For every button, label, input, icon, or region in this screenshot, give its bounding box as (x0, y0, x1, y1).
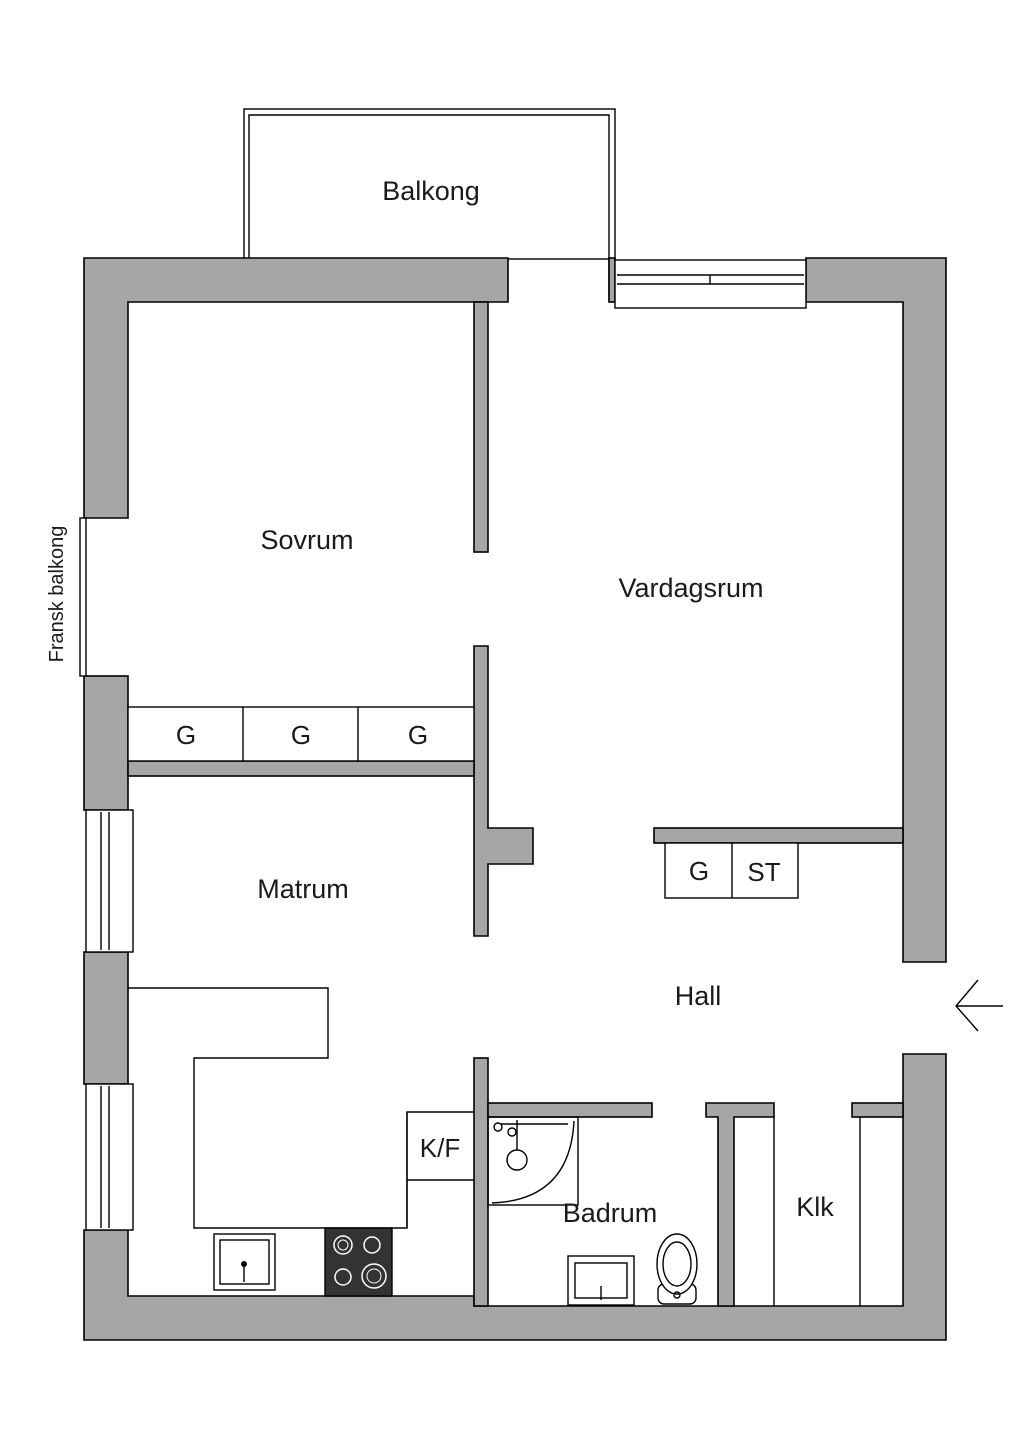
kitchen (128, 987, 474, 1297)
washbasin (567, 1255, 635, 1306)
toilet (656, 1233, 698, 1305)
window-left-2 (85, 1083, 134, 1231)
exterior-walls (83, 257, 947, 1341)
interior-walls (127, 301, 904, 1307)
vardagsrum-label: Vardagsrum (618, 573, 763, 603)
wardrobe-label-1: G (176, 720, 196, 750)
window-top (614, 259, 807, 309)
bathroom-fixtures (487, 1116, 698, 1306)
sovrum-label: Sovrum (260, 525, 353, 555)
balkong-label: Balkong (382, 176, 480, 206)
wardrobe-label-2: G (291, 720, 311, 750)
wardrobes (127, 706, 475, 762)
badrum-label: Badrum (563, 1198, 658, 1228)
hall-storage-label-st: ST (747, 857, 780, 887)
entrance-arrow-icon (955, 979, 1003, 1032)
klk-label: Klk (796, 1192, 834, 1222)
kitchen-sink (213, 1233, 276, 1291)
fransk-balkong-label: Fransk balkong (46, 526, 68, 663)
shower (487, 1116, 579, 1206)
stove (324, 1227, 393, 1297)
hall-label: Hall (675, 981, 722, 1011)
hall-storage-label-g: G (689, 856, 709, 886)
matrum-label: Matrum (257, 874, 349, 904)
window-left-1 (85, 809, 134, 953)
closet-shelves (773, 1117, 861, 1306)
hall-storage (664, 842, 799, 899)
french-balcony (79, 517, 87, 677)
kf-label: K/F (420, 1133, 460, 1163)
wardrobe-label-3: G (408, 720, 428, 750)
